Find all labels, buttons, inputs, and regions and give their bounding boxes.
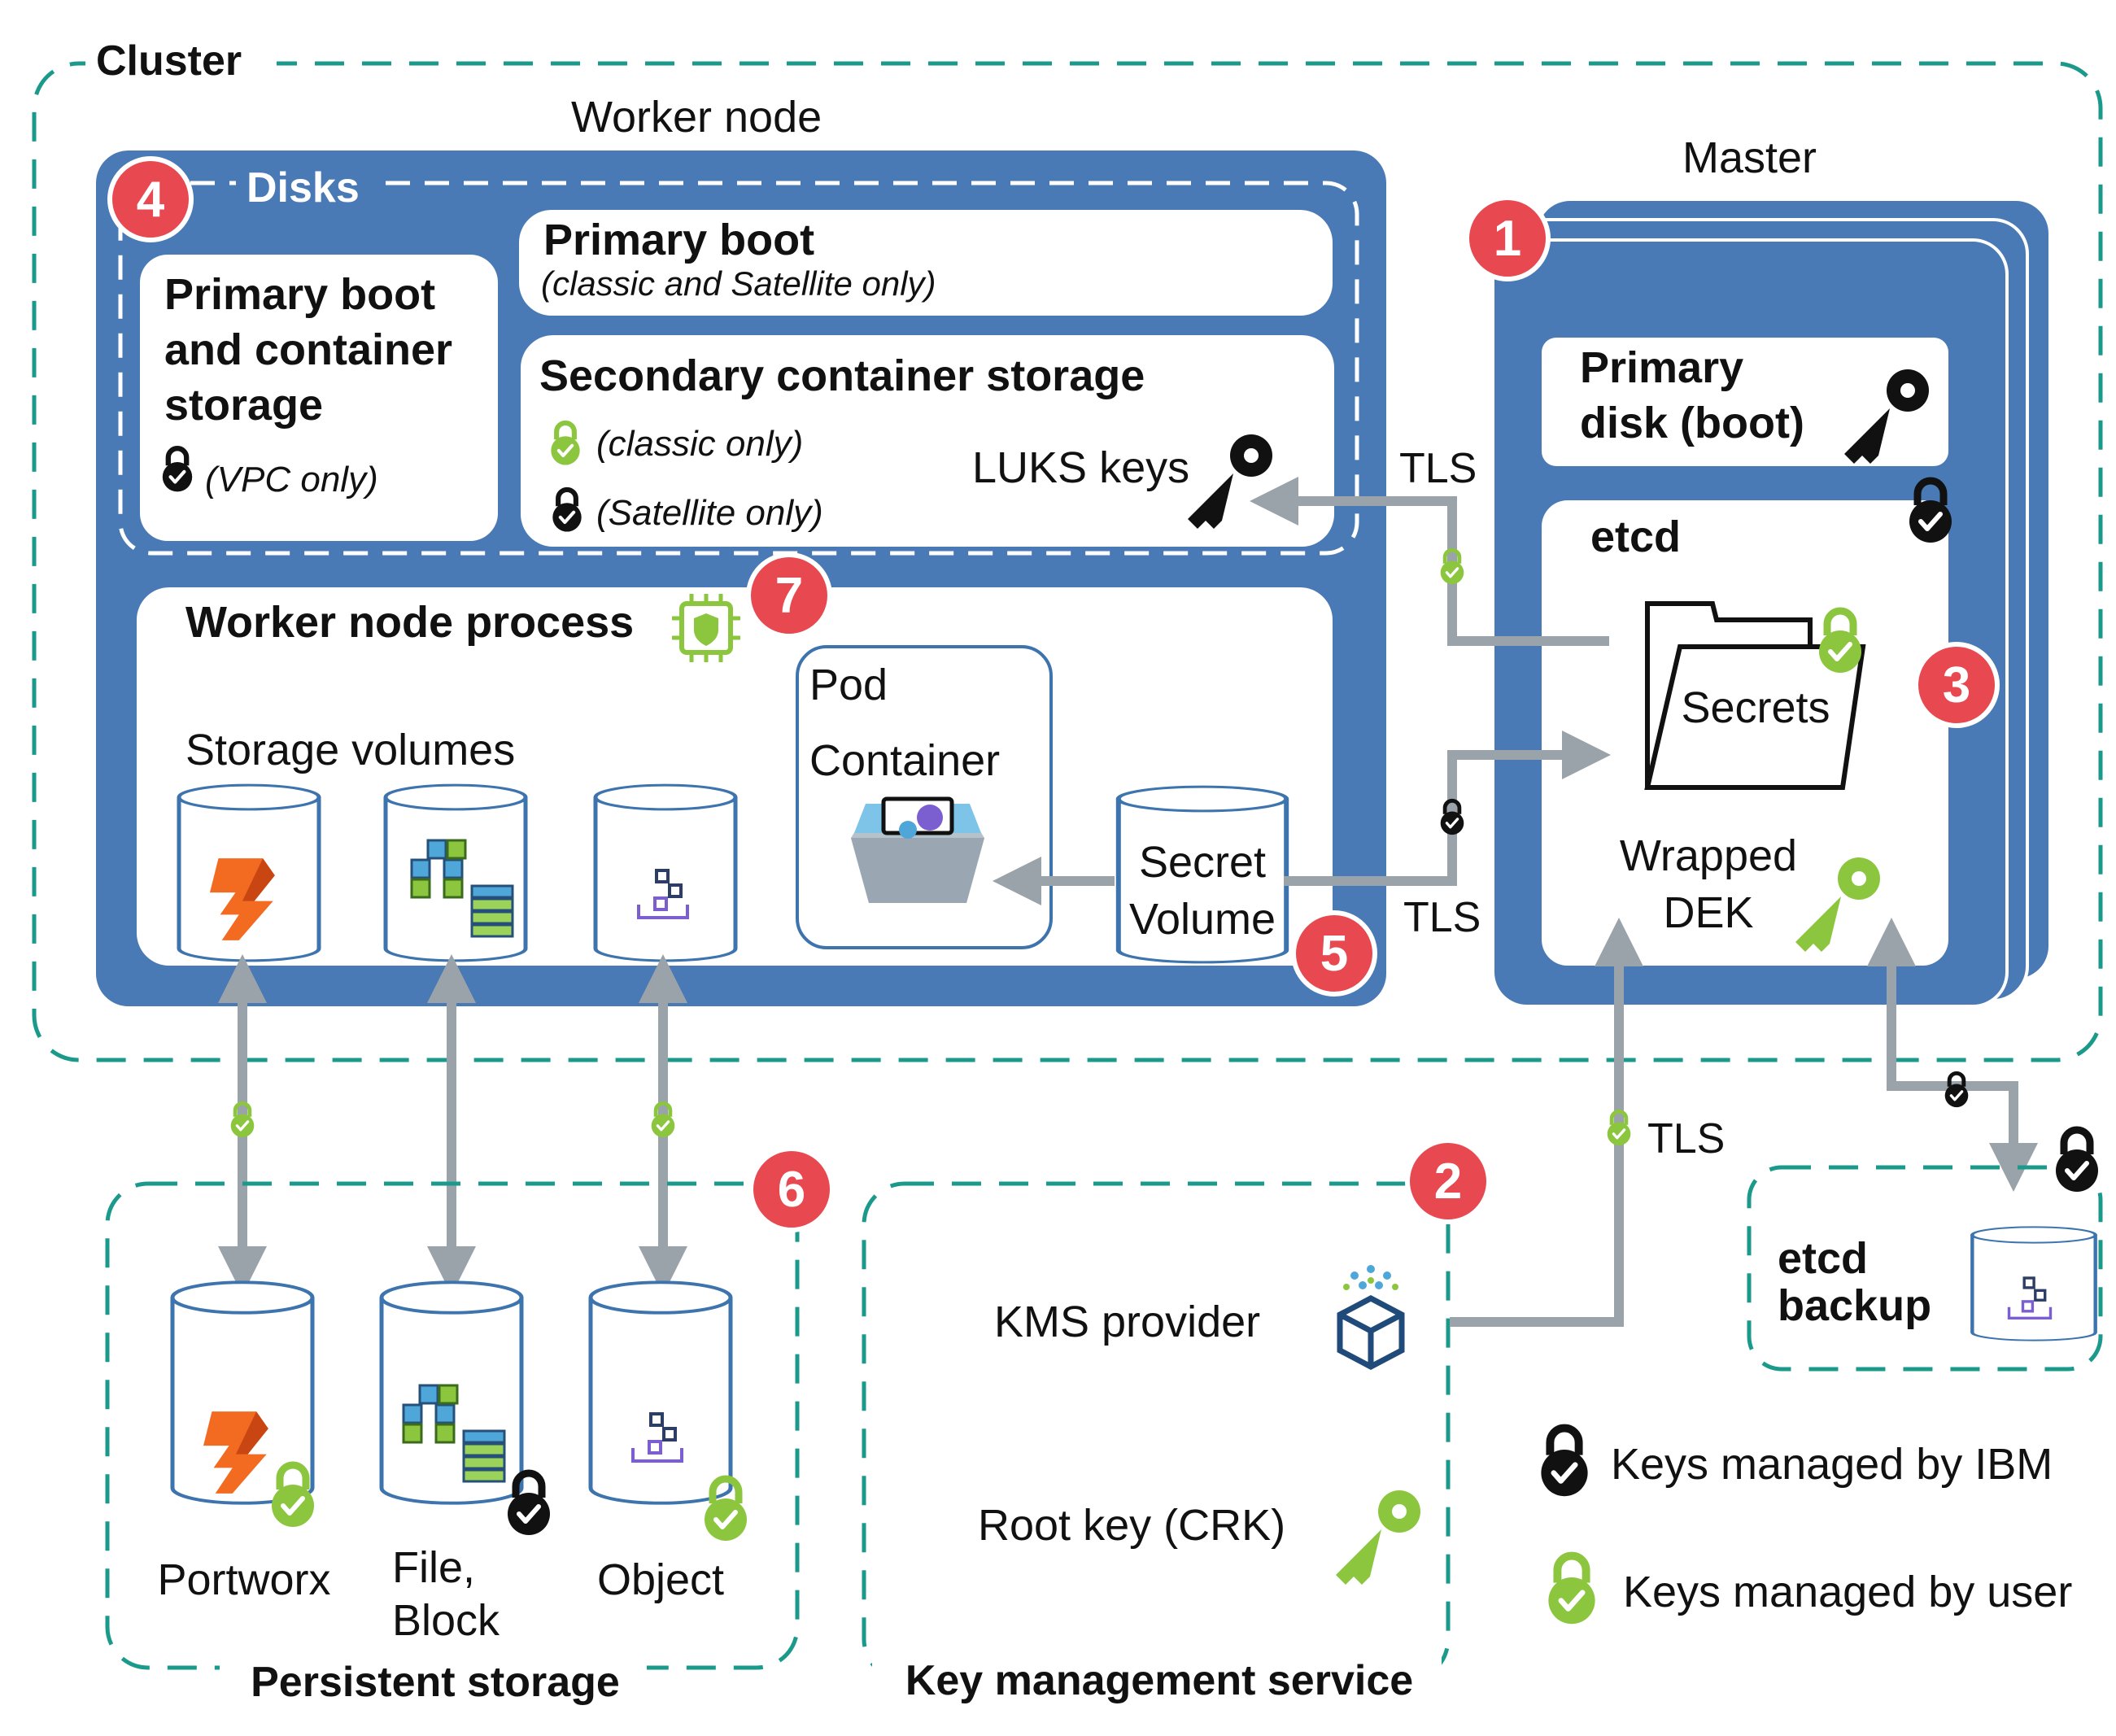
- secrets-label: Secrets: [1681, 683, 1830, 732]
- tls-label-top: TLS: [1399, 445, 1477, 492]
- svg-text:5: 5: [1320, 926, 1348, 982]
- kms-to-master-arrow: [1450, 918, 1643, 1327]
- kms-provider-label: KMS provider: [994, 1298, 1260, 1346]
- ibm-lock-icon: [508, 1473, 550, 1535]
- badge-4: 4: [107, 156, 194, 242]
- primary-disk-line2: disk (boot): [1580, 399, 1804, 447]
- svg-text:6: 6: [778, 1162, 805, 1218]
- chip-shield-icon: [672, 594, 740, 662]
- green-key-icon: [1795, 857, 1880, 952]
- block-label: Block: [392, 1596, 500, 1645]
- primary-boot-container-line2: and container: [164, 325, 452, 374]
- portworx-label: Portworx: [157, 1555, 330, 1604]
- primary-boot-container-line1: Primary boot: [164, 270, 435, 319]
- etcd-backup-boundary: [1747, 1165, 2103, 1372]
- object-volume: [596, 785, 735, 961]
- svg-text:1: 1: [1494, 211, 1521, 267]
- ibm-lock-icon: [2056, 1130, 2098, 1192]
- legend-user-lock-icon: [1548, 1556, 1595, 1625]
- legend-ibm-label: Keys managed by IBM: [1611, 1440, 2053, 1489]
- tls-label-kms: TLS: [1647, 1115, 1725, 1162]
- svg-text:3: 3: [1943, 657, 1970, 713]
- object-label: Object: [597, 1555, 724, 1604]
- secondary-storage-title: Secondary container storage: [539, 351, 1145, 400]
- worker-node-label: Worker node: [571, 93, 822, 142]
- primary-disk-boot-card: [1542, 338, 1948, 466]
- pod-label: Pod: [809, 661, 888, 709]
- badge-7: 7: [746, 552, 832, 639]
- primary-boot-card: [519, 210, 1333, 316]
- root-key-label: Root key (CRK): [978, 1501, 1285, 1550]
- svg-text:7: 7: [775, 568, 803, 624]
- primary-boot-container-line3: storage: [164, 381, 323, 430]
- badge-5: 5: [1291, 910, 1377, 997]
- satellite-only-note: (Satellite only): [596, 493, 823, 533]
- legend-user-label: Keys managed by user: [1623, 1568, 2072, 1616]
- badge-3: 3: [1913, 642, 2000, 728]
- etcd-backup-line2: backup: [1778, 1281, 1931, 1330]
- disks-region: [118, 181, 1359, 556]
- object-storage-cylinder: [591, 1282, 731, 1503]
- svg-text:2: 2: [1434, 1154, 1462, 1210]
- secret-volume-line2: Volume: [1129, 895, 1276, 944]
- badge-6: 6: [748, 1146, 835, 1232]
- ibm-lock-icon: [1945, 1073, 1969, 1107]
- container-icon: [851, 796, 984, 903]
- disks-label: Disks: [247, 164, 360, 212]
- luks-keys-label: LUKS keys: [972, 443, 1189, 492]
- storage-volumes-label: Storage volumes: [185, 726, 515, 774]
- cluster-label: Cluster: [96, 37, 242, 85]
- etcd-backup-line1: etcd: [1778, 1234, 1868, 1283]
- container-label: Container: [809, 736, 1000, 785]
- master-label: Master: [1682, 133, 1817, 182]
- kms-provider-icon: [1337, 1265, 1405, 1370]
- badge-1: 1: [1464, 195, 1551, 281]
- vpc-only-note: (VPC only): [205, 460, 378, 499]
- svg-text:4: 4: [137, 172, 165, 228]
- secret-volume-line1: Secret: [1139, 838, 1266, 887]
- legend-ibm-lock-icon: [1541, 1428, 1587, 1497]
- primary-boot-container-card: [140, 255, 498, 541]
- classic-only-note: (classic only): [596, 424, 803, 464]
- primary-boot-title: Primary boot: [543, 216, 814, 264]
- worker-node-process-label: Worker node process: [185, 598, 634, 647]
- green-key-icon: [1336, 1490, 1420, 1585]
- wrapped-dek-line1: Wrapped: [1620, 831, 1797, 880]
- secrets-folder-icon: [1644, 601, 1866, 790]
- primary-boot-note: (classic and Satellite only): [541, 264, 936, 303]
- kms-boundary: [862, 1181, 1451, 1682]
- primary-disk-line1: Primary: [1580, 343, 1743, 392]
- kms-label: Key management service: [905, 1657, 1413, 1704]
- key-icon: [1844, 369, 1929, 464]
- tls-label-mid: TLS: [1403, 894, 1481, 941]
- key-icon: [1188, 434, 1272, 529]
- persistent-storage-label: Persistent storage: [251, 1659, 620, 1706]
- secondary-storage-card: [521, 335, 1334, 547]
- badge-2: 2: [1405, 1138, 1491, 1224]
- wrapped-dek-line2: DEK: [1663, 888, 1753, 937]
- etcd-label: etcd: [1590, 513, 1681, 561]
- cluster-boundary: [32, 61, 2103, 1062]
- file-label: File,: [392, 1543, 475, 1592]
